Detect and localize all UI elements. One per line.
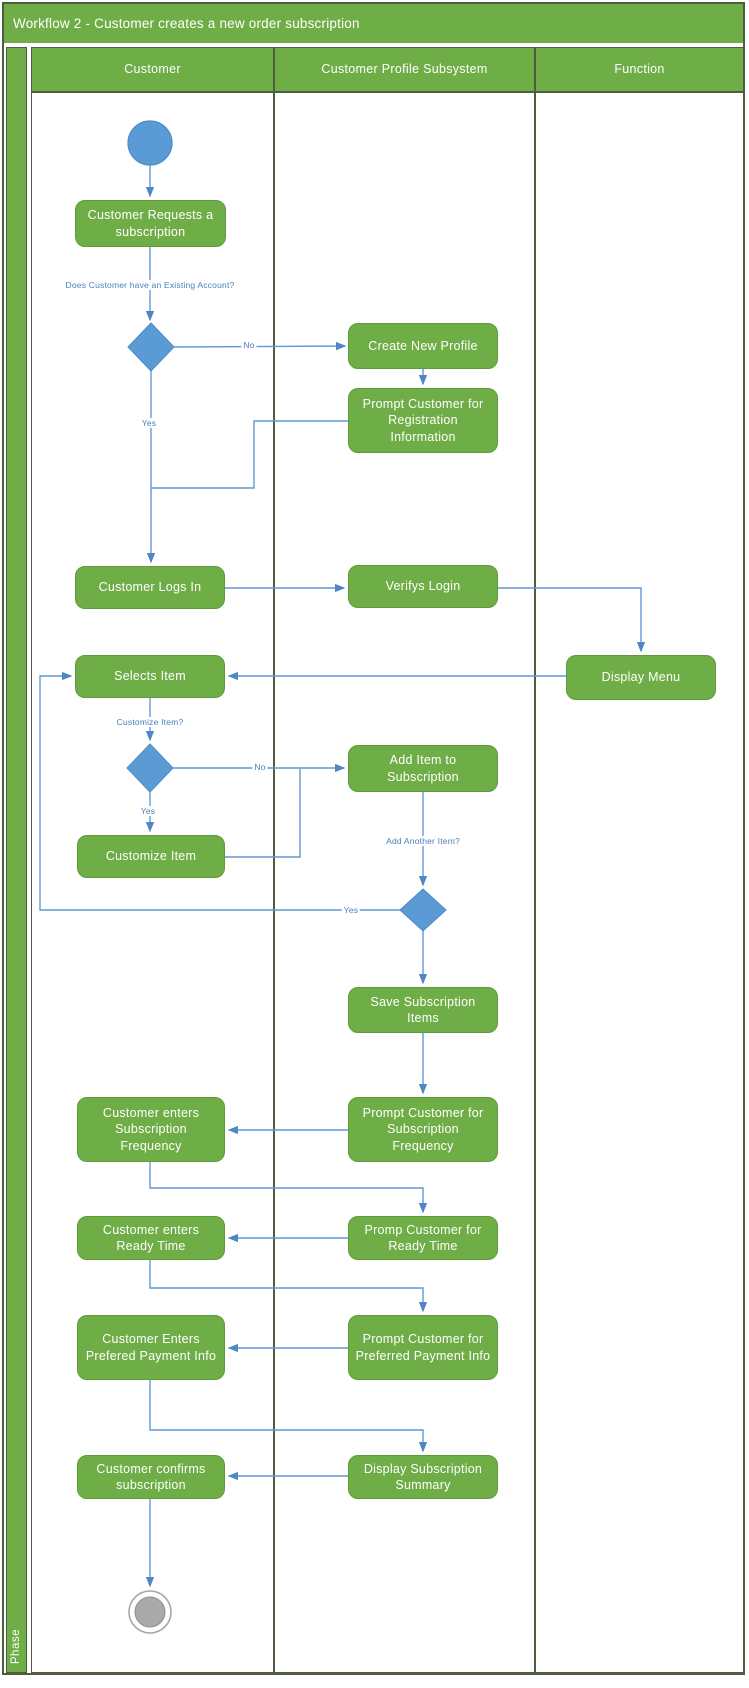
edge-label-yes-add-another-item: Yes (341, 905, 361, 915)
activity-verifys-login: Verifys Login (348, 565, 498, 608)
activity-customer-confirms-subscription: Customer confirms subscription (77, 1455, 225, 1499)
diagram-title-band: Workflow 2 - Customer creates a new orde… (4, 4, 743, 43)
lane-header-customer: Customer (124, 62, 181, 76)
edge-label-no-existing-account: No (241, 340, 257, 350)
lane-header-function: Function (614, 62, 665, 76)
edge-label-q-add-another-item: Add Another Item? (384, 836, 462, 846)
activity-display-menu: Display Menu (566, 655, 716, 700)
activity-customer-enters-prefered-payment-info: Customer Enters Prefered Payment Info (77, 1315, 225, 1380)
lane-divider-1 (273, 47, 275, 1673)
lane-header-customer-profile-subsystem: Customer Profile Subsystem (321, 62, 488, 76)
activity-prompt-preferred-payment-info: Prompt Customer for Preferred Payment In… (348, 1315, 498, 1380)
diagram-title: Workflow 2 - Customer creates a new orde… (13, 16, 360, 31)
activity-customer-requests-subscription: Customer Requests a subscription (75, 200, 226, 247)
lane-divider-2 (534, 47, 536, 1673)
activity-add-item-to-subscription: Add Item to Subscription (348, 745, 498, 792)
activity-create-new-profile: Create New Profile (348, 323, 498, 369)
activity-selects-item: Selects Item (75, 655, 225, 698)
activity-customer-logs-in: Customer Logs In (75, 566, 225, 609)
edge-label-yes-existing-account: Yes (139, 418, 159, 428)
edge-label-q-customize-item: Customize Item? (114, 717, 186, 727)
edge-label-no-customize-item: No (252, 762, 268, 772)
activity-prompt-subscription-frequency: Prompt Customer for Subscription Frequen… (348, 1097, 498, 1162)
edge-label-yes-customize-item: Yes (138, 806, 158, 816)
phase-label: Phase (10, 1628, 22, 1664)
phase-strip: Phase (6, 47, 27, 1673)
activity-save-subscription-items: Save Subscription Items (348, 987, 498, 1033)
activity-customer-enters-subscription-frequency: Customer enters Subscription Frequency (77, 1097, 225, 1162)
activity-display-subscription-summary: Display Subscription Summary (348, 1455, 498, 1499)
header-bottom-rule (31, 91, 744, 93)
activity-prompt-registration-info: Prompt Customer for Registration Informa… (348, 388, 498, 453)
edge-label-q-existing-account: Does Customer have an Existing Account? (63, 280, 237, 290)
activity-promp-customer-ready-time: Promp Customer for Ready Time (348, 1216, 498, 1260)
activity-customer-enters-ready-time: Customer enters Ready Time (77, 1216, 225, 1260)
activity-customize-item: Customize Item (77, 835, 225, 878)
lane-header-row (32, 48, 743, 91)
